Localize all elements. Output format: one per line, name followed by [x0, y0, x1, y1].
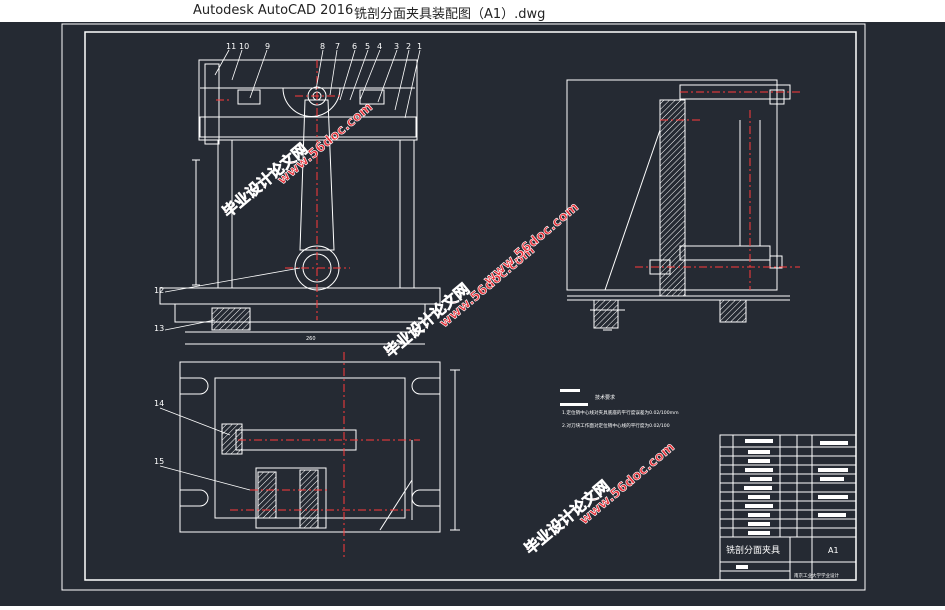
side-view [566, 79, 791, 331]
part-numbers-top: 11 10 9 8 7 6 5 4 3 2 1 [226, 42, 422, 51]
svg-text:3: 3 [394, 42, 399, 51]
drawing-canvas[interactable]: 260 11 10 9 8 7 6 5 4 3 2 1 12 13 14 15 [0, 22, 945, 606]
tech-req-line2: 2.对刀块工作面对定位销中心线的平行度为0.02/100 [562, 422, 670, 429]
title-block-school: 南京工业大学学业设计 [794, 572, 839, 579]
sheet-outer-border [61, 23, 866, 591]
svg-text:7: 7 [335, 42, 340, 51]
svg-text:12: 12 [154, 286, 164, 295]
part-leaders-top [159, 49, 421, 491]
title-block-sheet: A1 [828, 546, 839, 555]
side-centerlines [635, 91, 800, 290]
tech-req-line1: 1.定位销中心线对夹具底座的平行度误差为0.02/100mm [562, 409, 679, 416]
svg-text:6: 6 [352, 42, 357, 51]
svg-text:4: 4 [377, 42, 382, 51]
watermark-cn-1: 毕业设计论文网 [219, 140, 311, 221]
svg-text:10: 10 [239, 42, 249, 51]
svg-text:1: 1 [417, 42, 422, 51]
title-block [719, 434, 857, 581]
front-base [159, 287, 441, 305]
svg-text:13: 13 [154, 324, 164, 333]
title-bar: Autodesk AutoCAD 2016 铣剖分面夹具装配图（A1）.dwg [0, 0, 945, 22]
front-view [159, 59, 441, 345]
svg-text:11: 11 [226, 42, 236, 51]
part-numbers-left: 12 13 14 15 [154, 286, 164, 466]
svg-text:9: 9 [265, 42, 270, 51]
front-centerlines [216, 60, 350, 320]
tech-req-title: 技术要求 [595, 394, 615, 401]
front-clamp-head [198, 59, 418, 141]
tech-requirements: 技术要求 1.定位销中心线对夹具底座的平行度误差为0.02/100mm 2.对刀… [560, 389, 679, 429]
title-block-fills [736, 439, 848, 569]
svg-text:2: 2 [406, 42, 411, 51]
title-block-name: 铣剖分面夹具 [726, 544, 780, 556]
svg-text:5: 5 [365, 42, 370, 51]
cad-drawing: 260 11 10 9 8 7 6 5 4 3 2 1 12 13 14 15 [61, 23, 866, 591]
sheet-inner-border [84, 31, 857, 581]
app-title: Autodesk AutoCAD 2016 [193, 3, 354, 18]
front-width-dimension: 260 [306, 336, 316, 342]
top-centerlines [230, 352, 420, 560]
watermarks: 毕业设计论文网 www.56doc.com 毕业设计论文网 www.56doc.… [219, 100, 679, 559]
svg-text:14: 14 [154, 399, 164, 408]
svg-text:15: 15 [154, 457, 164, 466]
top-view [179, 361, 460, 533]
svg-text:8: 8 [320, 42, 325, 51]
file-title: 铣剖分面夹具装配图（A1）.dwg [354, 7, 546, 22]
top-outer [179, 361, 441, 533]
